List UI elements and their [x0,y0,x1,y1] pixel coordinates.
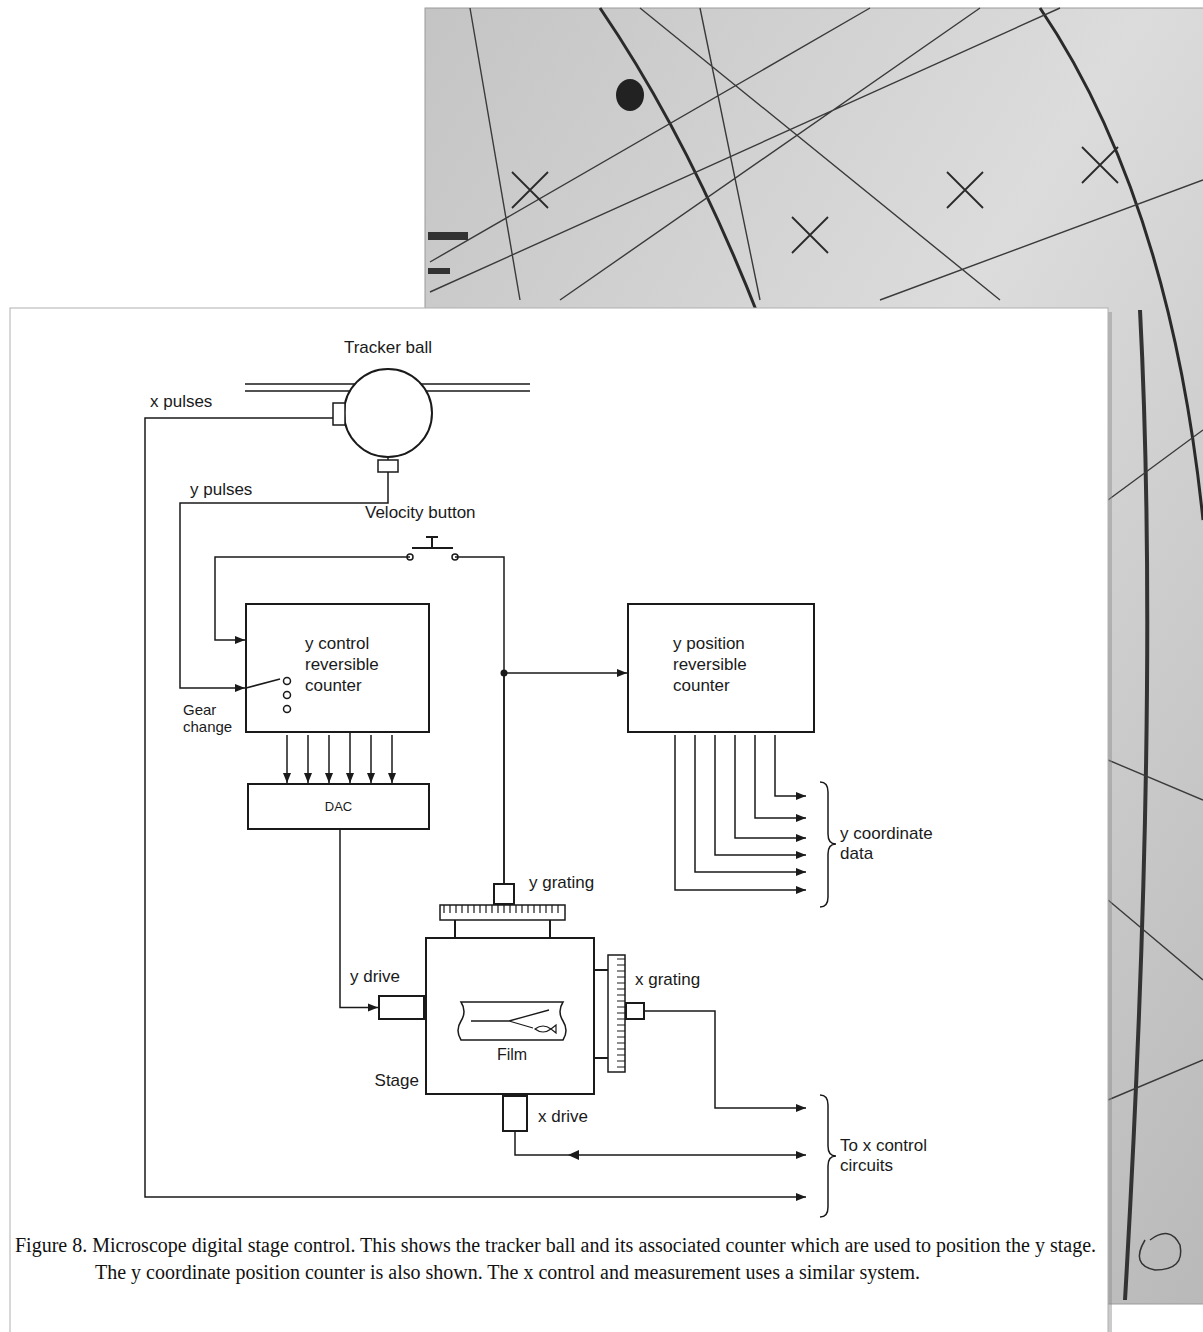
node-label: y position reversible counter [673,633,805,696]
drive-motor: y drive [378,995,425,1020]
diagram-panel [10,308,1108,1332]
data-line [755,735,806,818]
grating-mount [455,920,550,937]
annotation: Velocity button [365,503,476,523]
bus-line [286,735,288,783]
node-label: y control reversible counter [305,633,420,696]
bus-line [328,735,330,783]
film-outline [457,999,567,1043]
annotation: Gear change [183,701,243,735]
bus-line [370,735,372,783]
grating-mount [595,970,608,1058]
tracker-ball: Tracker ball [343,368,433,458]
ball-circle [344,369,432,457]
grating-reader: x grating [625,1002,645,1020]
grating-reader: y grating [493,883,515,905]
track-sketch [535,1025,556,1033]
pulse-pickoff [333,403,345,425]
curly-brace [820,782,836,907]
node-label: Stage [375,1071,419,1091]
switch-lever [246,679,280,688]
counter-box: y control reversible counter [245,603,430,733]
signal-connector [180,458,388,688]
track-sketch [471,1010,549,1028]
photo-mark [428,232,468,274]
grating-teeth [444,905,625,1067]
particle-track [1125,310,1147,1300]
signal-wire [145,418,806,1197]
node-label: Tracker ball [344,338,432,358]
signal-connector [504,673,627,883]
node-label: y drive [350,967,400,987]
node-label: DAC [325,799,352,815]
push-button-symbol [412,537,453,548]
node-label: y grating [529,873,594,893]
data-line [695,735,806,872]
node-label: Film [457,1045,567,1065]
data-line [715,735,806,855]
fiducial-cross [512,147,1118,253]
photo-blob [616,79,644,111]
connector-group [180,458,627,1008]
bus-line [307,735,309,783]
signal-connector [349,733,351,783]
node-label: x drive [538,1107,588,1127]
drive-motor: x drive [502,1095,528,1132]
particle-spiral [1139,1234,1180,1270]
bus-line [391,735,393,783]
annotation: x pulses [150,392,212,412]
tracker-ball-outline [343,368,433,458]
stage-box: StageFilm [425,937,595,1095]
data-line [675,735,806,890]
switch-contact [284,706,291,713]
signal-wire [515,1132,806,1155]
pulse-pickoff [378,460,398,472]
annotation: To x control circuits [840,1136,965,1176]
film-strip-shape [458,1002,566,1040]
switch-contact [284,692,291,699]
signal-connector [215,557,504,883]
dac-box: DAC [247,783,430,830]
film-strip: Film [457,999,567,1043]
counter-box: y position reversible counter [627,603,815,733]
curly-brace [820,1095,836,1217]
annotation: y coordinate data [840,824,965,864]
signal-name: y pulses [188,480,254,500]
node-label: x grating [635,970,700,990]
data-line [775,735,806,796]
figure-caption: Figure 8. Microscope digital stage contr… [15,1232,1097,1286]
arrowhead [568,1150,579,1160]
signal-wire [645,1011,806,1108]
data-line [735,735,806,838]
switch-contact [284,678,291,685]
